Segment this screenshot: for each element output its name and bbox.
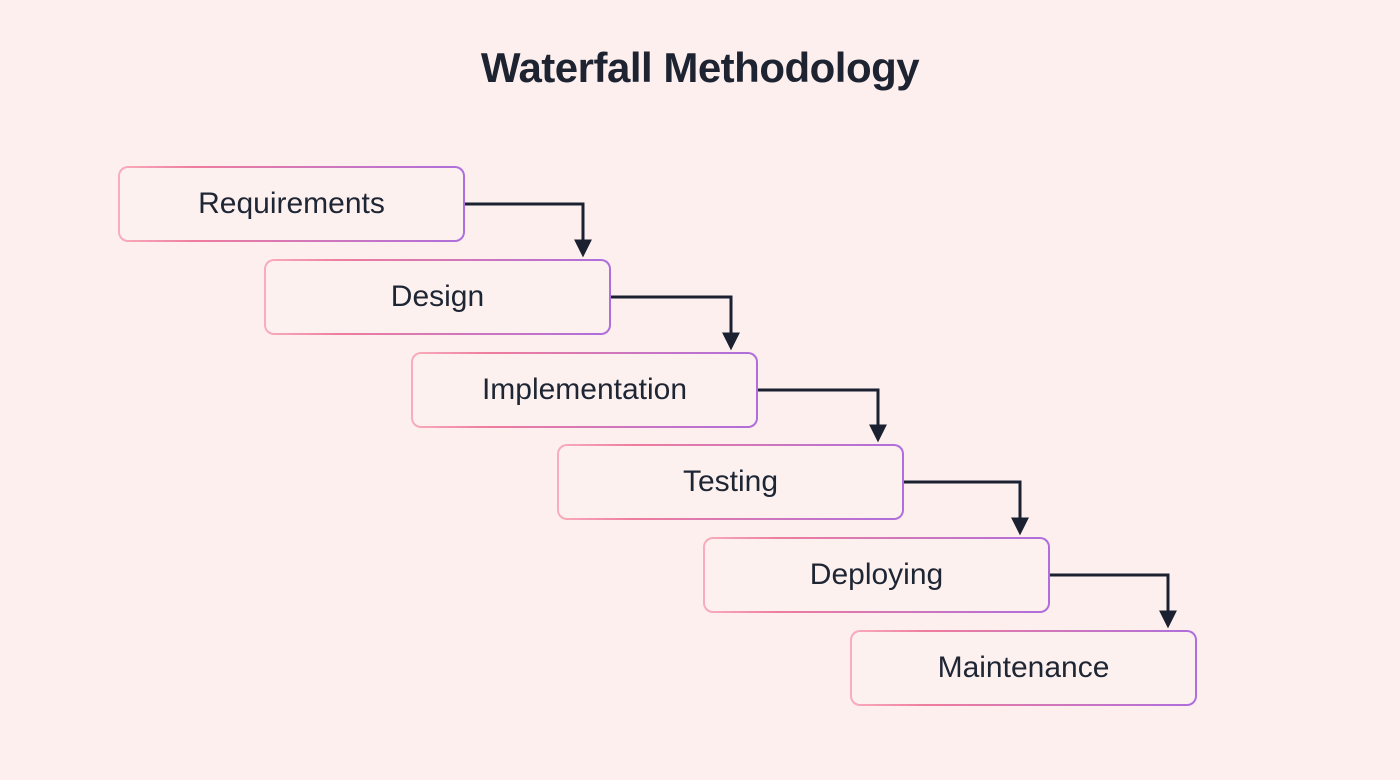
- arrow-design-to-implementation: [610, 295, 740, 351]
- stage-box-testing: Testing: [557, 444, 904, 520]
- stage-label-requirements: Requirements: [198, 187, 385, 220]
- stage-box-implementation: Implementation: [411, 352, 758, 428]
- arrow-implementation-to-testing: [758, 388, 887, 443]
- stage-box-design: Design: [264, 259, 611, 335]
- stage-label-deploying: Deploying: [809, 558, 944, 591]
- page-title: Waterfall Methodology: [480, 44, 920, 91]
- stage-label-maintenance: Maintenance: [937, 651, 1110, 684]
- stage-label-implementation: Implementation: [481, 373, 688, 406]
- stage-label-design: Design: [390, 280, 485, 313]
- arrow-testing-to-deploying: [904, 480, 1029, 536]
- arrow-deploying-to-maintenance: [1050, 573, 1177, 629]
- arrow-requirements-to-design: [465, 202, 592, 258]
- stage-box-requirements: Requirements: [118, 166, 465, 242]
- stage-box-maintenance: Maintenance: [850, 630, 1197, 706]
- stage-label-testing: Testing: [682, 465, 779, 498]
- stage-box-deploying: Deploying: [703, 537, 1050, 613]
